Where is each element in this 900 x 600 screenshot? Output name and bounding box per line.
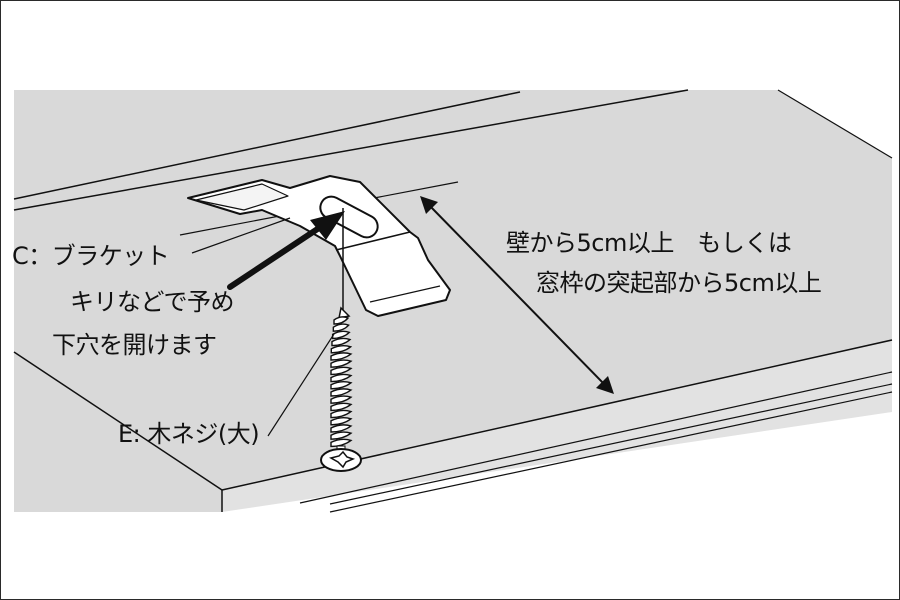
screw-leader-line	[267, 333, 335, 437]
frame-rail-line	[329, 391, 893, 513]
clearance-label-line-1: 壁から5cm以上 もしくは	[506, 229, 792, 257]
bracket-leader-line	[191, 217, 291, 254]
surface-edge-line	[13, 89, 689, 211]
clearance-label-line-2: 窓枠の突起部から5cm以上	[536, 269, 822, 297]
surface-edge-line	[13, 351, 223, 491]
arrow-icon	[227, 211, 345, 290]
surface-edge-line	[13, 91, 521, 200]
bracket-slot	[319, 195, 379, 239]
bracket-label: C：ブラケット	[12, 242, 170, 270]
predrill-label-line-1: キリなどで予め	[70, 288, 235, 316]
bracket	[187, 175, 451, 317]
surface-edge-line	[777, 89, 893, 159]
predrill-label-line-2: 下穴を開けます	[52, 331, 217, 359]
frame-rail-line	[299, 371, 893, 504]
frame-rail-line	[329, 383, 893, 505]
surface-front-face	[222, 340, 892, 512]
screw-label: E: 木ネジ(大)	[118, 420, 260, 448]
double-arrow-icon	[420, 196, 614, 394]
screw-threads	[330, 316, 353, 453]
wood-screw	[320, 306, 362, 472]
